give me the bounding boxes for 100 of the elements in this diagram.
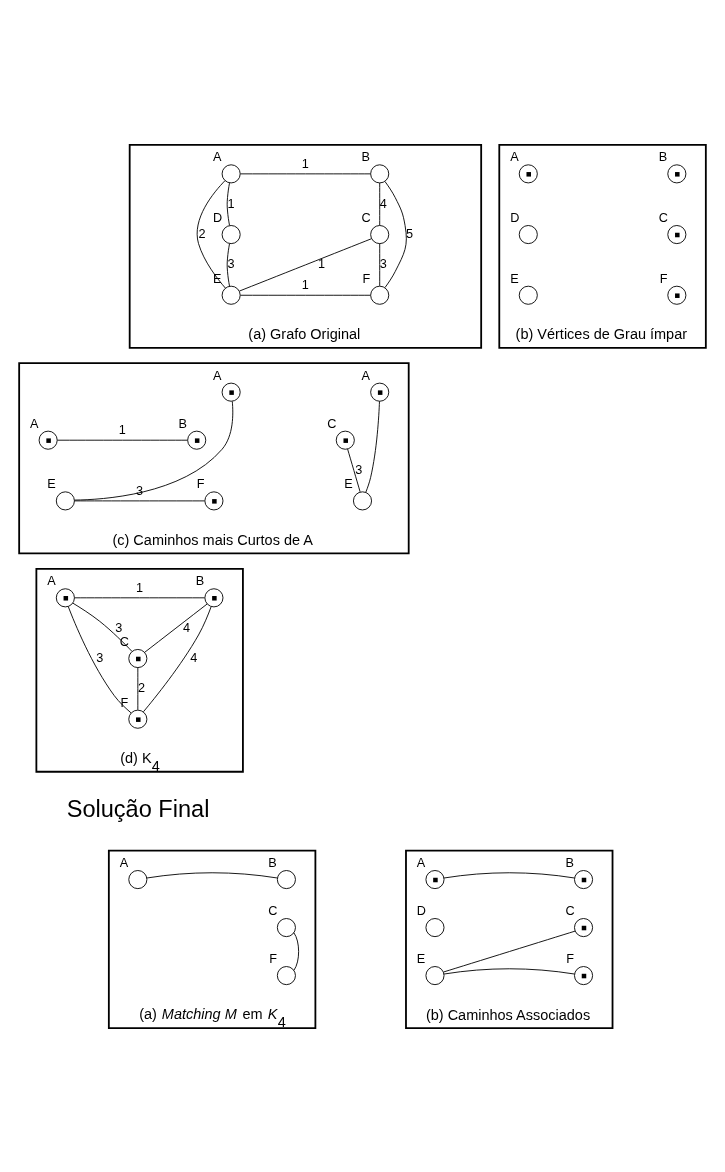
node-label: C xyxy=(658,210,668,225)
connector xyxy=(226,242,230,286)
connector xyxy=(57,439,188,441)
connector xyxy=(74,596,206,598)
node-label: F xyxy=(120,695,129,710)
node-label: A xyxy=(213,368,222,383)
node-bullseye xyxy=(55,587,75,607)
node-label: B xyxy=(565,855,574,870)
node-label: E xyxy=(416,951,426,966)
edge-label: 1 xyxy=(227,196,235,211)
node-label: C xyxy=(327,416,337,431)
node-circle xyxy=(276,917,296,937)
connector xyxy=(74,499,206,501)
connector xyxy=(74,400,234,501)
edge-label: 3 xyxy=(96,650,104,665)
node-label: F xyxy=(566,951,575,966)
node-circle xyxy=(55,490,75,510)
node-circle xyxy=(221,163,241,183)
node-bullseye xyxy=(518,163,538,183)
node-bullseye xyxy=(574,869,594,889)
node-label: C xyxy=(361,210,371,225)
node-label: B xyxy=(268,855,277,870)
node-bullseye xyxy=(574,917,594,937)
node-bullseye xyxy=(667,285,687,305)
connector xyxy=(240,294,371,296)
connector xyxy=(144,603,208,653)
node-label: F xyxy=(269,951,277,966)
connector xyxy=(196,179,226,289)
node-label: E xyxy=(344,476,353,491)
edge-label: 2 xyxy=(198,226,206,241)
node-label: F xyxy=(659,271,668,286)
connector xyxy=(347,448,361,492)
node-bullseye xyxy=(667,163,687,183)
node-circle xyxy=(370,163,390,183)
node-bullseye xyxy=(204,490,224,510)
node-label: A xyxy=(361,368,371,383)
edge-label: 4 xyxy=(190,650,198,665)
node-label: B xyxy=(361,149,371,164)
node-label: D xyxy=(416,903,427,918)
node-bullseye xyxy=(38,430,58,450)
node-bullseye xyxy=(204,587,224,607)
connector xyxy=(67,605,132,713)
edge-label: 3 xyxy=(379,256,387,271)
connector xyxy=(443,967,575,974)
node-circle xyxy=(518,224,538,244)
edge-label: 4 xyxy=(183,620,191,635)
node-circle xyxy=(425,917,445,937)
node-label: F xyxy=(362,271,371,286)
connector xyxy=(379,182,381,226)
node-circle xyxy=(221,285,241,305)
edge-label: 2 xyxy=(137,680,145,695)
node-label: A xyxy=(416,855,426,870)
node-bullseye xyxy=(370,382,390,402)
edge-label: 5 xyxy=(405,226,414,241)
node-circle xyxy=(518,285,538,305)
node-bullseye xyxy=(425,869,445,889)
node-label: C xyxy=(565,903,575,918)
edge-label: 1 xyxy=(301,156,309,171)
connector xyxy=(384,180,407,288)
connector xyxy=(142,605,212,712)
node-label: A xyxy=(30,416,39,431)
node-circle xyxy=(276,869,296,889)
node-label: E xyxy=(510,271,519,286)
node-bullseye xyxy=(187,430,207,450)
connector xyxy=(240,172,371,174)
connector xyxy=(365,400,380,493)
node-label: A xyxy=(213,149,222,164)
node-circle xyxy=(128,869,148,889)
connector xyxy=(239,237,372,291)
node-bullseye xyxy=(574,965,594,985)
edge-label: 1 xyxy=(301,277,309,292)
connector xyxy=(137,666,139,710)
node-circle xyxy=(370,224,390,244)
node-label: D xyxy=(213,210,223,225)
node-circle xyxy=(221,224,241,244)
node-label: C xyxy=(268,903,278,918)
node-circle xyxy=(353,490,372,510)
edge-label: 1 xyxy=(136,580,144,595)
connector xyxy=(379,242,381,286)
node-label: A xyxy=(510,149,519,164)
node-circle xyxy=(276,965,296,985)
node-label: A xyxy=(119,855,129,870)
connector xyxy=(293,931,300,971)
node-bullseye xyxy=(128,709,148,729)
node-label: F xyxy=(196,476,205,491)
node-bullseye xyxy=(221,382,241,402)
node-circle xyxy=(425,965,445,985)
node-label: A xyxy=(47,573,56,588)
connector xyxy=(72,602,133,652)
edge-label: 3 xyxy=(115,620,123,635)
node-label: B xyxy=(178,416,188,431)
connector xyxy=(443,930,576,972)
edge-label: 3 xyxy=(227,256,235,271)
edge-label: 3 xyxy=(355,462,363,477)
connector xyxy=(226,182,230,226)
label: Solução Final xyxy=(66,795,210,822)
edge-label: 1 xyxy=(318,256,326,271)
connector xyxy=(146,871,278,878)
edge-label: 1 xyxy=(118,422,126,437)
connector xyxy=(443,871,575,878)
